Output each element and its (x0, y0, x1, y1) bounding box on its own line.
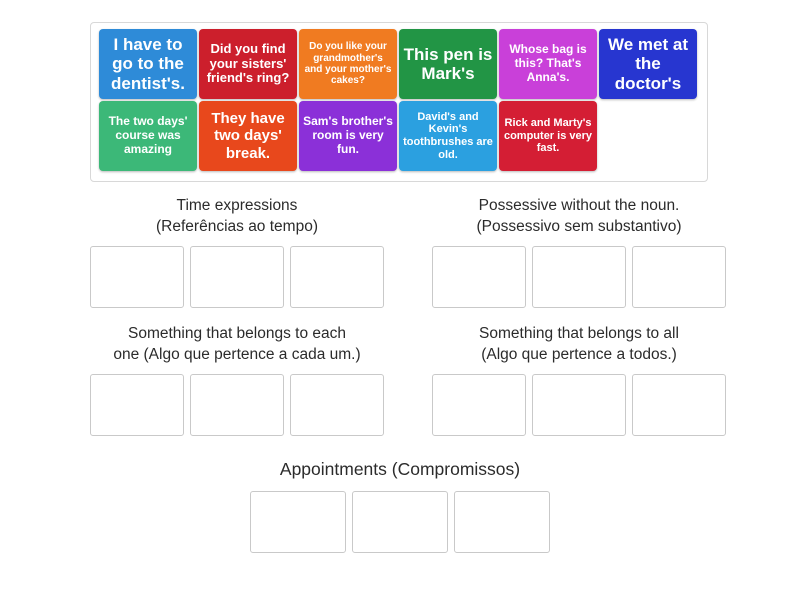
dropzone[interactable] (250, 491, 346, 554)
category-title: Possessive without the noun. (Possessivo… (420, 196, 738, 238)
word-tile[interactable]: Whose bag is this? That's Anna's. (499, 29, 597, 99)
category-row-1: Time expressions (Referências ao tempo) … (78, 196, 738, 308)
word-tile[interactable]: The two days' course was amazing (99, 101, 197, 171)
word-tile[interactable]: They have two days' break. (199, 101, 297, 171)
category-group-belongs-to-each-one: Something that belongs to each one (Algo… (78, 324, 396, 436)
dropzone[interactable] (90, 246, 184, 308)
word-tile-label: The two days' course was amazing (108, 114, 188, 156)
dropzone[interactable] (432, 374, 526, 436)
category-grid: Time expressions (Referências ao tempo) … (78, 196, 738, 452)
dropzone[interactable] (632, 374, 726, 436)
word-tile-label: Did you find your sisters' friend's ring… (206, 40, 290, 86)
word-tile[interactable]: Did you find your sisters' friend's ring… (199, 29, 297, 99)
dropzone[interactable] (532, 246, 626, 308)
category-group-appointments: Appointments (Compromissos) (230, 458, 570, 554)
dropzone[interactable] (90, 374, 184, 436)
dropzone[interactable] (532, 374, 626, 436)
word-tile-label: Sam's brother's room is very fun. (303, 114, 393, 156)
word-tile-label: Rick and Marty's computer is very fast. (503, 117, 593, 155)
category-group-possessive-without-noun: Possessive without the noun. (Possessivo… (420, 196, 738, 308)
category-group-time-expressions: Time expressions (Referências ao tempo) (78, 196, 396, 308)
tile-row-1: I have to go to the dentist's. Did you f… (99, 29, 699, 99)
category-title: Time expressions (Referências ao tempo) (78, 196, 396, 238)
word-tile-label: Whose bag is this? That's Anna's. (509, 42, 587, 84)
tile-row-2: The two days' course was amazing They ha… (99, 101, 699, 171)
category-title: Appointments (Compromissos) (230, 458, 570, 481)
category-title-line2: (Possessivo sem substantivo) (476, 217, 682, 235)
category-dropzones (420, 246, 738, 308)
dropzone[interactable] (632, 246, 726, 308)
category-title-line1: Something that belongs to all (479, 325, 679, 342)
word-tile-label: They have two days' break. (211, 110, 285, 162)
category-title-line1: Something that belongs to each (127, 325, 346, 342)
word-tile[interactable]: Rick and Marty's computer is very fast. (499, 101, 597, 171)
category-dropzones (420, 374, 738, 436)
category-title-line1: Time expressions (176, 197, 298, 214)
word-tile-label: We met at the doctor's (608, 34, 688, 93)
dropzone[interactable] (454, 491, 550, 554)
category-title-line2: (Referências ao tempo) (156, 217, 318, 235)
word-tiles-tray: I have to go to the dentist's. Did you f… (90, 22, 708, 182)
category-title: Something that belongs to all (Algo que … (420, 324, 738, 366)
tile-slot-empty (599, 101, 697, 171)
category-dropzones (230, 491, 570, 554)
word-tile[interactable]: We met at the doctor's (599, 29, 697, 99)
category-title-line2: one (Algo que pertence a cada um.) (113, 345, 361, 363)
dropzone[interactable] (290, 374, 384, 436)
dropzone[interactable] (190, 374, 284, 436)
word-tile[interactable]: David's and Kevin's toothbrushes are old… (399, 101, 497, 171)
word-tile[interactable]: This pen is Mark's (399, 29, 497, 99)
dropzone[interactable] (352, 491, 448, 554)
category-title: Something that belongs to each one (Algo… (78, 324, 396, 366)
category-row-2: Something that belongs to each one (Algo… (78, 324, 738, 436)
dropzone[interactable] (190, 246, 284, 308)
word-tile[interactable]: I have to go to the dentist's. (99, 29, 197, 99)
dropzone[interactable] (290, 246, 384, 308)
dropzone[interactable] (432, 246, 526, 308)
word-tile-label: This pen is Mark's (403, 44, 493, 83)
word-tile-label: I have to go to the dentist's. (111, 34, 185, 93)
word-tile-label: David's and Kevin's toothbrushes are old… (403, 110, 493, 161)
category-group-belongs-to-all: Something that belongs to all (Algo que … (420, 324, 738, 436)
category-title-line2: (Algo que pertence a todos.) (481, 345, 677, 363)
category-title-line1: Possessive without the noun. (478, 197, 680, 214)
word-tile[interactable]: Do you like your grandmother's and your … (299, 29, 397, 99)
word-tile-label: Do you like your grandmother's and your … (304, 41, 392, 87)
category-dropzones (78, 374, 396, 436)
category-dropzones (78, 246, 396, 308)
word-tile[interactable]: Sam's brother's room is very fun. (299, 101, 397, 171)
category-title-line1: Appointments (Compromissos) (279, 459, 521, 479)
